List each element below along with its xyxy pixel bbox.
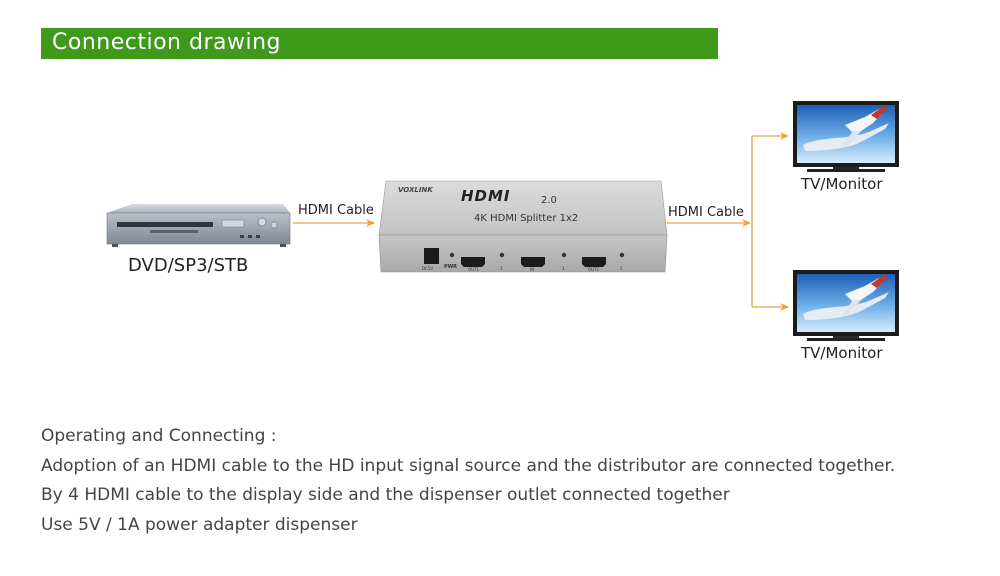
out2-led-label: 2: [620, 266, 623, 271]
display-label-top: TV/Monitor: [801, 175, 883, 193]
output-cable-label: HDMI Cable: [668, 205, 744, 220]
splitter-brand: VOXLINK: [398, 186, 433, 194]
tv-monitor-icon: [793, 270, 899, 341]
top-display-arrow-icon: [780, 132, 789, 140]
instruction-line: Use 5V / 1A power adapter dispenser: [41, 514, 358, 535]
hdmi-logo: HDMI: [461, 187, 511, 205]
instructions-block: Operating and Connecting : Adoption of a…: [41, 422, 895, 540]
out2-port-label: OUT2: [588, 267, 600, 272]
page-title: Connection drawing: [52, 30, 281, 55]
output-arrow-icon: [742, 219, 751, 227]
out1-port-label: OUT1: [468, 267, 480, 272]
pwr-label: PWR: [444, 264, 458, 270]
splitter-version: 2.0: [541, 195, 557, 206]
source-device-label: DVD/SP3/STB: [128, 255, 249, 276]
instruction-line: Adoption of an HDMI cable to the HD inpu…: [41, 455, 896, 476]
out1-led-label: 1: [500, 266, 503, 271]
input-cable-label: HDMI Cable: [298, 203, 374, 218]
instructions-heading: Operating and Connecting :: [41, 426, 277, 446]
splitter-model: 4K HDMI Splitter 1x2: [474, 213, 579, 224]
tv-monitor-icon: [793, 101, 899, 172]
display-label-bottom: TV/Monitor: [801, 344, 883, 362]
bottom-display-arrow-icon: [780, 303, 789, 311]
in-led-label: 1: [562, 266, 565, 271]
dc-port-label: DC5V: [422, 266, 434, 271]
in-port-label: IN: [530, 267, 535, 272]
instruction-line: By 4 HDMI cable to the display side and …: [41, 485, 730, 505]
header-bar: Connection drawing: [41, 28, 718, 59]
input-arrow-icon: [366, 219, 375, 227]
